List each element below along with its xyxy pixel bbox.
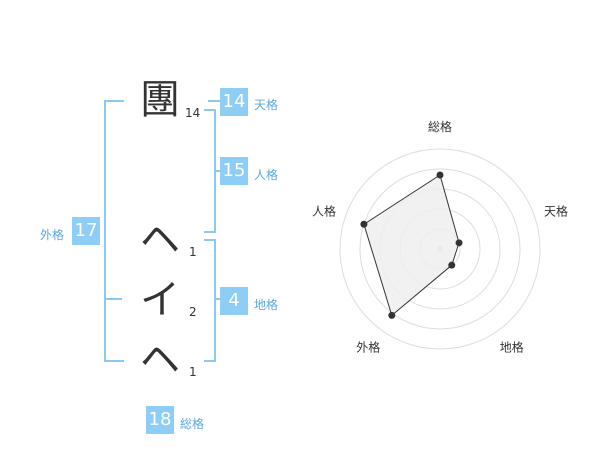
radar-axis-label: 地格 — [500, 340, 524, 355]
radar-axis-label: 天格 — [544, 203, 568, 218]
radar-axis-label: 人格 — [312, 203, 336, 218]
gaikaku-label: 外格 — [40, 228, 65, 242]
gaikaku-bracket — [104, 100, 124, 362]
name-char-1: 團 — [140, 77, 180, 123]
tenkaku-label: 天格 — [254, 98, 279, 112]
radar-ring-5 — [339, 148, 541, 350]
jinkaku-label: 人格 — [254, 168, 279, 182]
soukaku-label: 総格 — [180, 417, 205, 431]
radar-point-2 — [448, 261, 456, 269]
stroke-count-1: 14 — [185, 106, 201, 120]
radar-points — [360, 171, 463, 319]
chikaku-connector — [214, 298, 220, 300]
chikaku-badge: 4 — [220, 287, 248, 315]
radar-ring-4 — [359, 168, 521, 330]
name-char-4: ヘ — [140, 337, 180, 383]
chikaku-label: 地格 — [254, 298, 279, 312]
soukaku-badge: 18 — [146, 406, 174, 434]
chikaku-bracket — [204, 239, 216, 362]
radar-axis-label: 外格 — [356, 340, 380, 355]
gaikaku-badge: 17 — [72, 217, 100, 245]
gaikaku-connector — [104, 298, 122, 300]
radar-polygon — [363, 174, 460, 317]
tenkaku-connector — [208, 100, 220, 102]
radar-axis-label: 総格 — [428, 119, 452, 134]
radar-point-4 — [360, 220, 368, 228]
name-char-2: ヘ — [140, 217, 180, 263]
stroke-count-2: 1 — [189, 245, 197, 259]
radar-point-3 — [388, 311, 396, 319]
tenkaku-badge: 14 — [220, 88, 248, 116]
radar-point-0 — [436, 171, 444, 179]
name-char-3: イ — [140, 277, 180, 323]
stroke-count-3: 2 — [189, 305, 197, 319]
jinkaku-badge: 15 — [220, 157, 248, 185]
jinkaku-connector — [214, 170, 220, 172]
stroke-count-4: 1 — [189, 365, 197, 379]
radar-point-1 — [455, 239, 463, 247]
